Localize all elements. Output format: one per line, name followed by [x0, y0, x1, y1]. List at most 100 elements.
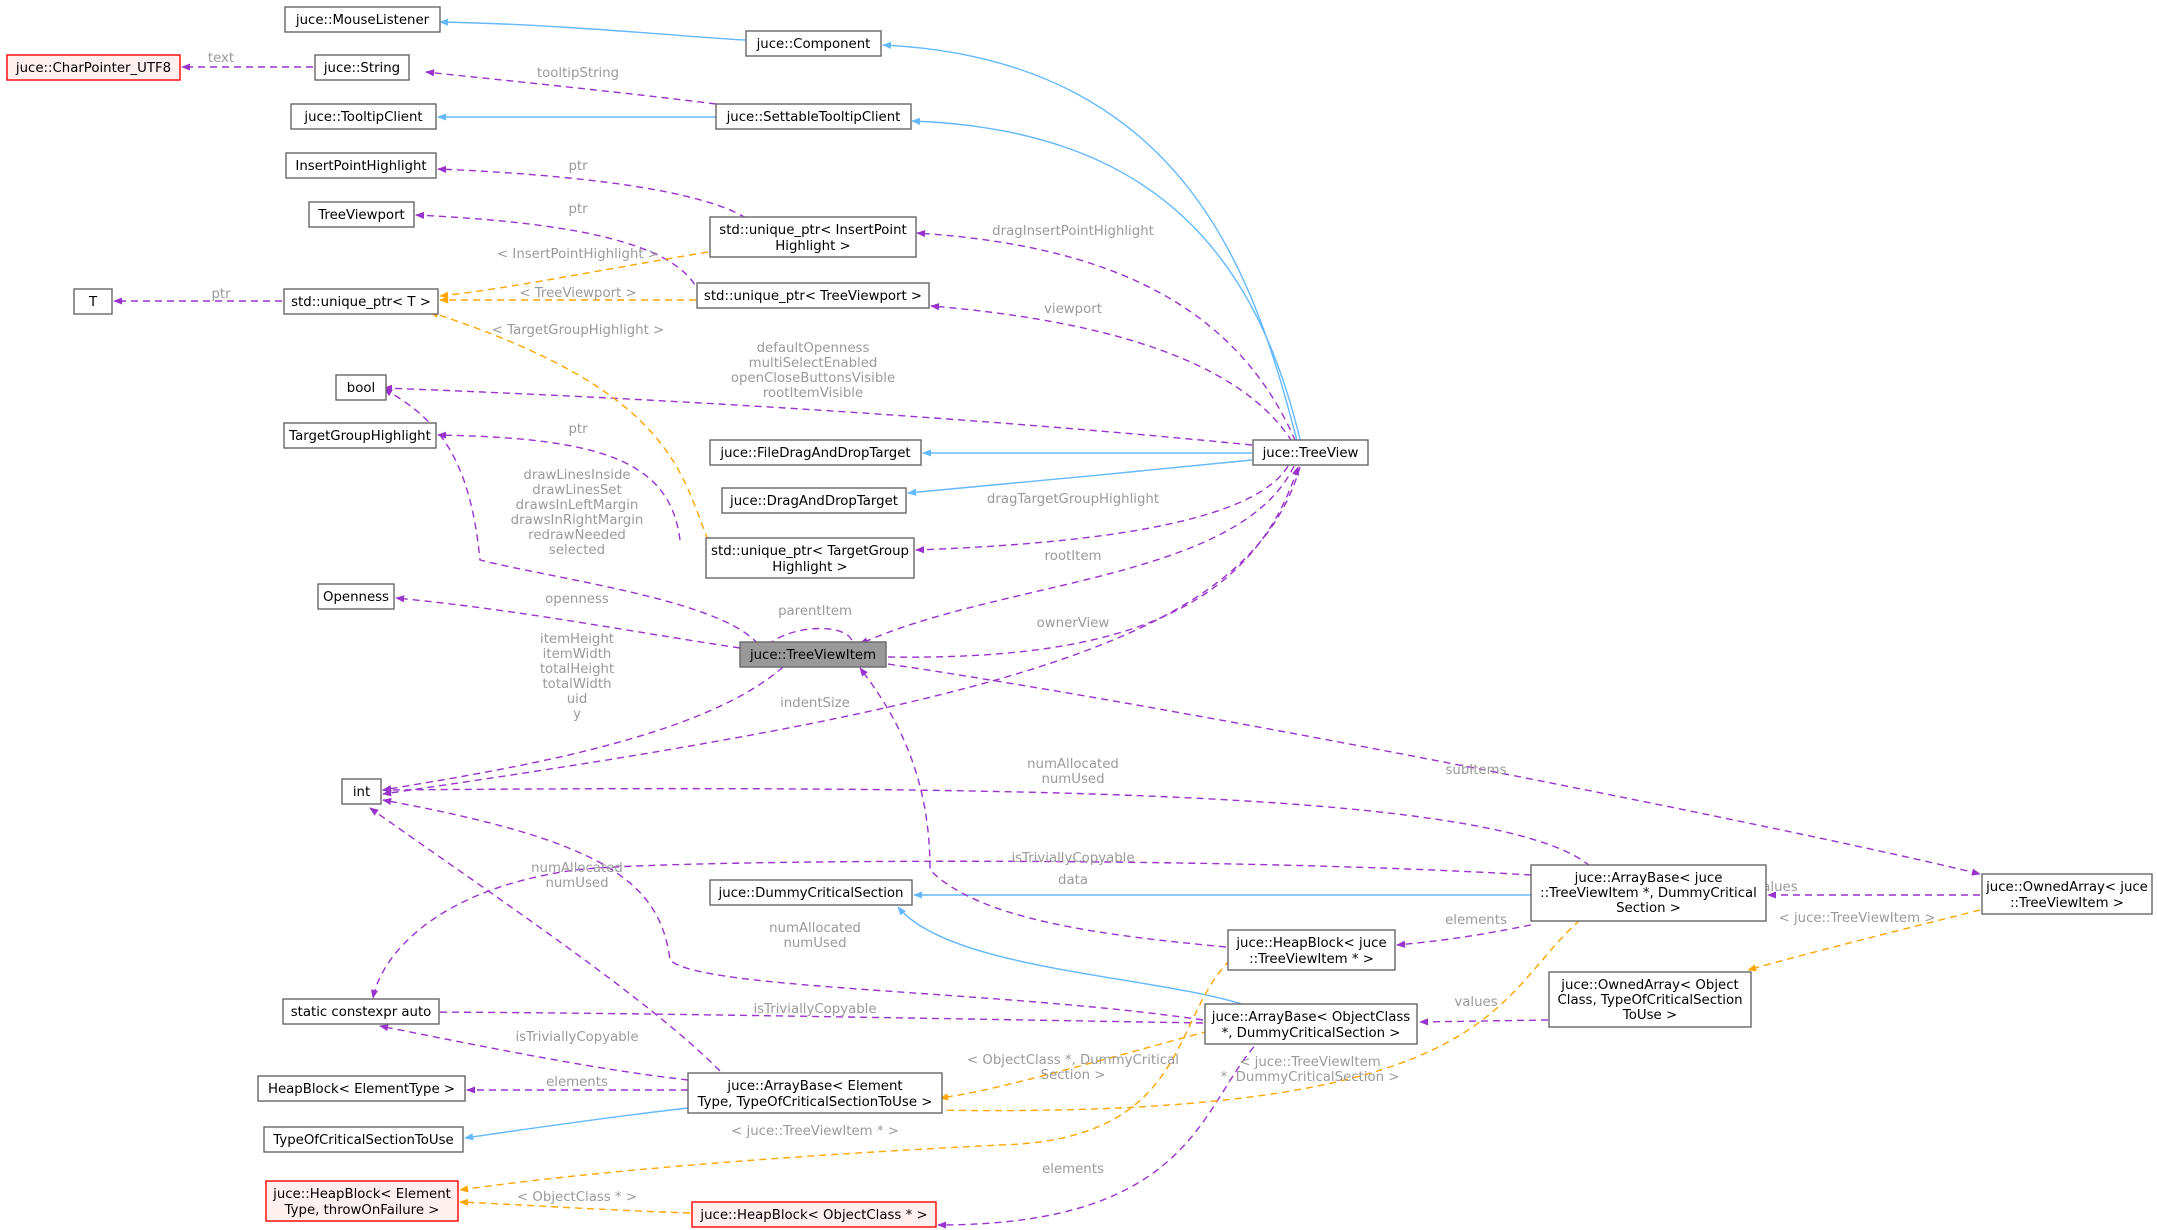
label-numallocated-3b: numUsed — [783, 936, 846, 951]
label-tmpl-tvi-dummy-b: *, DummyCriticalSection > — [1221, 1070, 1400, 1085]
edge-arraybase-tvi-to-constexpr — [370, 860, 1532, 999]
edge-arraybase-object-to-constexpr — [382, 1008, 1204, 1024]
edge-treeview-to-int — [382, 466, 1301, 797]
label-tooltipstring: tooltipString — [537, 66, 619, 81]
node-label: std::unique_ptr< TreeViewport > — [704, 289, 922, 304]
label-values-2: values — [1454, 995, 1497, 1010]
node-label: TreeViewport — [317, 208, 405, 223]
edge-arraybase-object-to-dummy — [897, 906, 1246, 1006]
node-unique-ptr-target-group[interactable]: std::unique_ptr< TargetGroup Highlight > — [705, 537, 915, 579]
node-char-pointer-utf8[interactable]: juce::CharPointer_UTF8 — [6, 54, 181, 81]
label-viewport: viewport — [1044, 302, 1102, 317]
node-tree-viewport[interactable]: TreeViewport — [308, 201, 415, 228]
node-label-line1: juce::HeapBlock< Element — [272, 1187, 451, 1202]
label-data: data — [1058, 873, 1088, 888]
label-numallocated-2a: numAllocated — [531, 861, 623, 876]
edge-treeview-to-uptr-viewport — [930, 303, 1299, 453]
label-ptr-viewport: ptr — [568, 202, 588, 217]
node-label-line1: juce::OwnedArray< juce — [1985, 880, 2148, 895]
node-array-base-element[interactable]: juce::ArrayBase< Element Type, TypeOfCri… — [687, 1072, 943, 1114]
label-text: text — [208, 51, 234, 66]
label-subitems: subItems — [1446, 763, 1507, 778]
edge-uptr-target-to-targetgroup — [437, 431, 681, 541]
label-indentsize: indentSize — [780, 696, 850, 711]
node-owned-array-tvi[interactable]: juce::OwnedArray< juce ::TreeViewItem > — [1981, 873, 2153, 915]
node-label-line1: juce::ArrayBase< Element — [726, 1079, 902, 1094]
node-label: Openness — [323, 590, 389, 605]
edge-arraybase-element-to-constexpr — [379, 1024, 689, 1081]
node-static-constexpr-auto[interactable]: static constexpr auto — [282, 998, 440, 1025]
node-tooltip-client[interactable]: juce::TooltipClient — [290, 103, 437, 130]
node-t[interactable]: T — [73, 288, 113, 315]
node-label-line3: Section > — [1616, 901, 1681, 916]
node-settable-tooltip-client[interactable]: juce::SettableTooltipClient — [715, 103, 912, 130]
label-tmpl-target: < TargetGroupHighlight > — [492, 323, 664, 338]
label-ownerview: ownerView — [1037, 616, 1110, 631]
node-heap-block-element-type[interactable]: HeapBlock< ElementType > — [257, 1075, 466, 1102]
node-target-group-highlight[interactable]: TargetGroupHighlight — [283, 422, 437, 449]
edge-settable-to-string — [425, 69, 717, 105]
edge-uptr-insert-to-uptrt — [439, 251, 709, 299]
node-tree-view-item[interactable]: juce::TreeViewItem — [739, 641, 887, 668]
node-label: juce::HeapBlock< ObjectClass * > — [699, 1208, 927, 1223]
node-label-line1: std::unique_ptr< TargetGroup — [711, 544, 909, 559]
edge-heapblock-tvi-to-heapblock-throw — [459, 959, 1231, 1193]
node-label-line2: *, DummyCriticalSection > — [1222, 1026, 1401, 1041]
node-label: juce::DummyCriticalSection — [718, 886, 904, 901]
node-dummy-critical-section[interactable]: juce::DummyCriticalSection — [709, 879, 913, 906]
node-insert-point-highlight[interactable]: InsertPointHighlight — [285, 152, 437, 179]
label-item-bools-1: drawLinesSet — [532, 483, 621, 498]
label-tree-bools-2: openCloseButtonsVisible — [731, 371, 895, 386]
edge-treeview-to-component — [882, 41, 1301, 453]
node-string[interactable]: juce::String — [314, 54, 410, 81]
node-label: bool — [347, 381, 375, 396]
edge-arraybase-tvi-to-heapblock-tvi — [1396, 924, 1532, 948]
node-openness[interactable]: Openness — [317, 583, 395, 610]
node-array-base-tvi[interactable]: juce::ArrayBase< juce ::TreeViewItem *, … — [1530, 864, 1767, 922]
node-type-of-critical-section[interactable]: TypeOfCriticalSectionToUse — [263, 1126, 464, 1153]
node-label: juce::SettableTooltipClient — [726, 110, 901, 125]
node-int[interactable]: int — [341, 778, 382, 805]
edge-treeview-to-uptr-insert — [916, 229, 1301, 453]
node-unique-ptr-insert-point[interactable]: std::unique_ptr< InsertPoint Highlight > — [709, 216, 917, 258]
node-mouse-listener[interactable]: juce::MouseListener — [284, 6, 441, 33]
node-bool[interactable]: bool — [335, 374, 387, 401]
edge-treeview-to-uptr-target — [915, 465, 1289, 554]
node-label-line2: Class, TypeOfCriticalSection — [1557, 993, 1742, 1008]
node-label-line1: juce::HeapBlock< juce — [1235, 936, 1386, 951]
label-numallocated-3a: numAllocated — [769, 921, 861, 936]
node-label-line1: juce::ArrayBase< ObjectClass — [1211, 1010, 1410, 1025]
node-heap-block-tvi[interactable]: juce::HeapBlock< juce ::TreeViewItem * > — [1227, 929, 1396, 971]
node-heap-block-element-throw[interactable]: juce::HeapBlock< Element Type, throwOnFa… — [265, 1180, 459, 1222]
node-array-base-object[interactable]: juce::ArrayBase< ObjectClass *, DummyCri… — [1204, 1003, 1418, 1045]
label-triviallycopyable-1: isTriviallyCopyable — [1011, 851, 1134, 866]
node-drag-drop-target[interactable]: juce::DragAndDropTarget — [721, 487, 907, 514]
label-numallocated-1b: numUsed — [1041, 772, 1104, 787]
node-label: juce::MouseListener — [295, 13, 430, 28]
edge-arraybase-object-to-arraybase-element — [939, 1027, 1221, 1101]
node-unique-ptr-t[interactable]: std::unique_ptr< T > — [283, 288, 439, 315]
edge-treeview-to-treeviewitem-root — [859, 465, 1295, 645]
node-file-drag-drop-target[interactable]: juce::FileDragAndDropTarget — [709, 439, 922, 466]
label-item-ints-2: totalHeight — [540, 662, 614, 677]
edge-arraybase-tvi-to-arraybase-element — [929, 919, 1581, 1114]
edge-ownedarray-object-to-arraybase-object — [1419, 1018, 1549, 1026]
node-heap-block-object[interactable]: juce::HeapBlock< ObjectClass * > — [691, 1201, 937, 1228]
node-component[interactable]: juce::Component — [745, 30, 882, 57]
edge-treeview-to-bool — [383, 384, 1253, 446]
node-label-line2: Highlight > — [775, 239, 850, 254]
node-unique-ptr-tree-viewport[interactable]: std::unique_ptr< TreeViewport > — [696, 282, 930, 309]
label-item-ints-1: itemWidth — [543, 647, 612, 662]
label-tmpl-objectclass-b: Section > — [1041, 1068, 1106, 1083]
label-triviallycopyable-2: isTriviallyCopyable — [753, 1002, 876, 1017]
label-item-bools-3: drawsInRightMargin — [511, 513, 644, 528]
edge-uptr-target-to-uptrt — [429, 311, 709, 541]
node-label: juce::DragAndDropTarget — [729, 494, 898, 509]
label-tmpl-owned-tvi: < juce::TreeViewItem > — [1779, 911, 1936, 926]
node-label: TypeOfCriticalSectionToUse — [272, 1133, 453, 1148]
node-label-line2: ::TreeViewItem > — [2010, 896, 2124, 911]
node-label: static constexpr auto — [291, 1005, 432, 1020]
node-label: T — [88, 295, 98, 310]
node-owned-array-object[interactable]: juce::OwnedArray< Object Class, TypeOfCr… — [1548, 971, 1752, 1028]
node-tree-view[interactable]: juce::TreeView — [1252, 439, 1369, 466]
